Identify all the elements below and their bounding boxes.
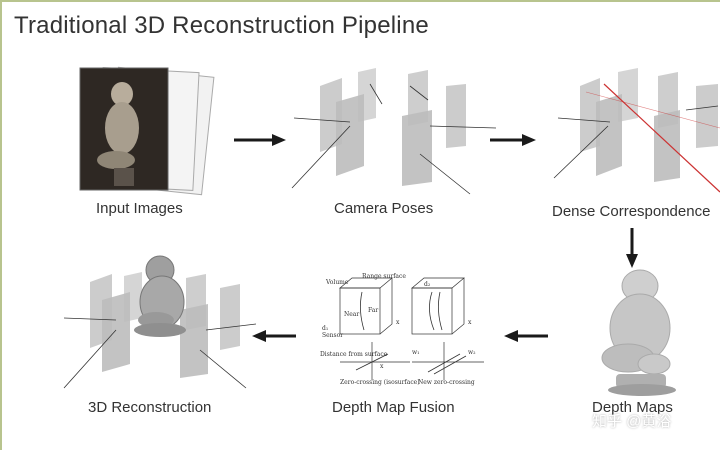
label-zero-crossing: Zero-crossing (isosurface) [340, 379, 420, 386]
label-distance-from-surface: Distance from surface [320, 351, 388, 358]
label-near: Near [344, 311, 359, 318]
label-d1: d₁ [322, 325, 328, 332]
label-range-surface: Range surface [362, 273, 406, 280]
depth-maps-figure [601, 269, 676, 396]
input-images-figure [79, 66, 215, 196]
watermark: 知乎 @黄浴 [592, 413, 672, 430]
arrow-down [626, 228, 638, 268]
arrow-left-1 [504, 330, 548, 342]
label-d2: d₂ [424, 281, 431, 288]
stage-label-depth-map-fusion: Depth Map Fusion [332, 399, 455, 416]
label-x-2: x [380, 363, 384, 370]
label-x-1: x [396, 319, 400, 326]
stage-label-camera-poses: Camera Poses [334, 200, 434, 217]
frame-accent-left [0, 0, 2, 450]
label-new-zero-crossing: New zero-crossing [418, 379, 475, 386]
depth-map-fusion-figure: Volume Range surface Near Far x d₁ Senso… [320, 273, 484, 386]
page-title: Traditional 3D Reconstruction Pipeline [14, 12, 429, 39]
dense-correspondence-figure [553, 68, 720, 193]
arrow-left-2 [252, 330, 296, 342]
stage-label-3d-reconstruction: 3D Reconstruction [88, 399, 212, 416]
label-far: Far [368, 307, 378, 314]
label-x-3: x [468, 319, 472, 326]
stage-label-depth-maps: Depth Maps [592, 399, 673, 416]
camera-poses-figure [291, 68, 497, 195]
label-volume: Volume [325, 279, 349, 286]
arrow-right-1 [234, 134, 286, 146]
label-sensor: Sensor [322, 332, 343, 339]
3d-reconstruction-figure [63, 255, 257, 389]
label-w2: w₂ [468, 349, 476, 356]
stage-label-input-images: Input Images [96, 200, 183, 217]
label-w1: w₁ [412, 349, 420, 356]
frame-accent-top [0, 0, 720, 2]
stage-label-dense-correspondence: Dense Correspondence [552, 203, 711, 220]
arrow-right-2 [490, 134, 536, 146]
